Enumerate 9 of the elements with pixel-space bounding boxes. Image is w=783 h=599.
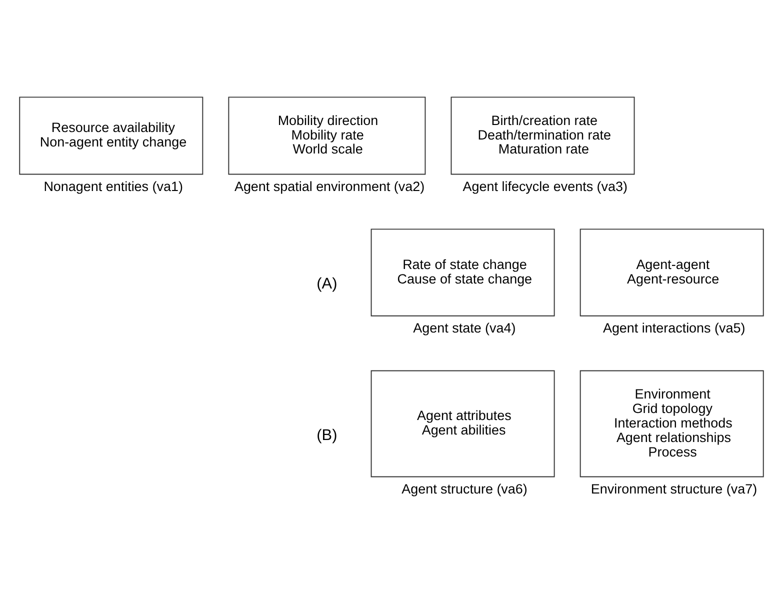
node-label: Agent state (va4) [413, 320, 516, 336]
node-label: Agent structure (va6) [402, 481, 528, 496]
node-label: Nonagent entities (va1) [44, 178, 183, 194]
node-label: Agent lifecycle events (va3) [462, 178, 628, 194]
label: (A) [316, 276, 338, 293]
node-label: Agent interactions (va5) [602, 320, 746, 336]
node-label: Agent spatial environment (va2) [234, 178, 425, 194]
node-label: Environment structure (va7) [590, 481, 758, 496]
label: (B) [316, 426, 338, 444]
